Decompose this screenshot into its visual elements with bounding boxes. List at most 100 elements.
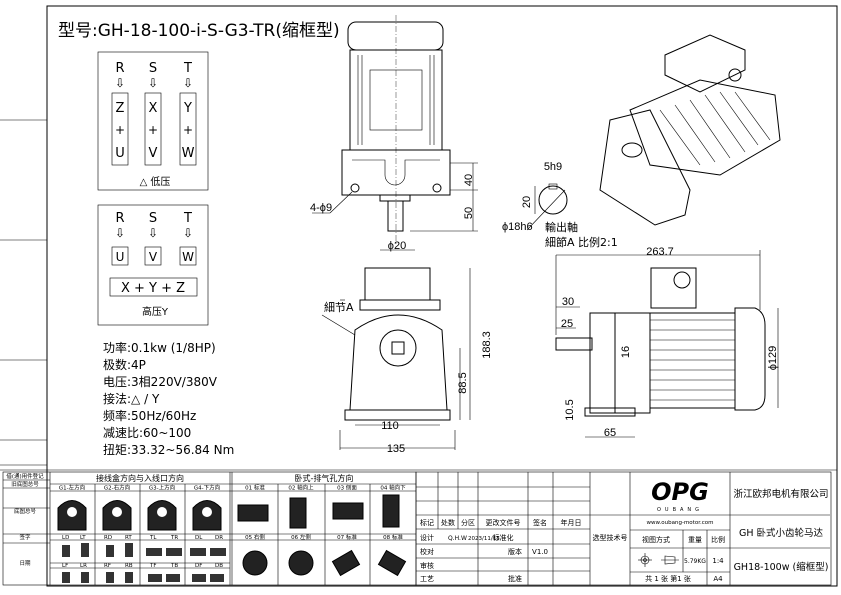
spec-power: 功率:0.1kw (1/8HP) (103, 340, 216, 355)
left-label: 借(通)用件登记 (6, 472, 44, 480)
vent-header: 03 侧面 (337, 484, 357, 492)
paper-size: A4 (713, 575, 723, 583)
wiring-high-label: 高压Y (142, 305, 169, 318)
drawing-title: 型号:GH-18-100-i-S-G3-TR(缩框型) (58, 21, 340, 41)
entry-code: LR (80, 563, 87, 569)
junction-header: G3-上方向 (149, 484, 175, 492)
entry-code: TL (149, 535, 157, 541)
version-label: 版本 (508, 547, 522, 556)
dim-foot-outer: 135 (387, 443, 405, 455)
dim-holes: 4-ϕ9 (310, 202, 332, 214)
drawing-frame (46, 5, 838, 587)
dim-50: 50 (463, 207, 475, 219)
logo-subtitle: OUBANG (657, 507, 703, 513)
junction-header: G4-下方向 (194, 484, 220, 492)
vent-header: 06 左侧 (291, 533, 311, 541)
entry-code: LD (62, 535, 69, 541)
dim-total-length: 263.7 (646, 246, 674, 258)
plus-sign: + (115, 123, 125, 137)
version-value: V1.0 (532, 548, 548, 556)
wiring-diagram-low-voltage: R S T ⇩ ⇩ ⇩ Z + U X + V Y + W △ 低压 (97, 51, 209, 191)
rev-header: 分区 (461, 518, 475, 527)
terminal-label: U (115, 146, 125, 161)
arrow-down-icon: ⇩ (148, 226, 158, 240)
dim-key: 5h9 (544, 161, 562, 173)
dim-total-height: 188.3 (481, 331, 493, 359)
dim-40: 40 (463, 174, 475, 186)
dim-16: 16 (620, 346, 632, 358)
entry-code: TF (149, 563, 157, 569)
rev-header: 处数 (441, 518, 455, 527)
isometric-view-motor (599, 34, 781, 226)
vent-title: 卧式-排气孔方向 (295, 473, 354, 483)
entry-code: RD (104, 535, 112, 541)
role-label: 审核 (420, 561, 434, 570)
weight-value: 5.79KG (684, 558, 706, 565)
dim-shaft-dia: ϕ20 (388, 240, 406, 252)
standardization-label: 标准化 (493, 533, 514, 542)
detail-ref-label: 細节A (324, 301, 354, 314)
projection-symbol-icon (638, 553, 679, 567)
spec-poles: 极数:4P (103, 357, 146, 372)
phase-label: T (183, 211, 192, 226)
scale-label: 比例 (711, 535, 725, 544)
vent-header: 04 轴向下 (380, 484, 406, 492)
dim-30: 30 (562, 296, 574, 308)
vent-header: 02 轴向上 (288, 484, 314, 492)
dim-foot-inner: 110 (381, 420, 399, 432)
vent-header: 01 标准 (245, 484, 265, 492)
frame-ticks (0, 119, 837, 471)
phase-label: R (115, 211, 124, 226)
spec-list: 功率:0.1kw (1/8HP) 极数:4P 电压:3相220V/380V 接法… (103, 340, 234, 457)
arrow-down-icon: ⇩ (115, 76, 125, 90)
rev-header: 更改文件号 (486, 518, 521, 527)
spec-ratio: 减速比:60~100 (103, 426, 191, 440)
spec-torque: 扭矩:33.32~56.84 Nm (103, 443, 234, 457)
terminal-label: W (182, 146, 195, 161)
entry-code: RT (125, 535, 132, 541)
phase-label: S (149, 61, 157, 76)
terminal-label: X (149, 101, 158, 116)
role-label: 工艺 (420, 575, 434, 583)
left-label: 旧底图总号 (11, 480, 39, 488)
role-label: 校对 (420, 547, 434, 556)
junction-title: 接线盒方向与入线口方向 (96, 473, 184, 483)
entry-code: DF (195, 563, 202, 569)
terminal-label: Y (183, 101, 192, 116)
plus-sign: + (148, 123, 158, 137)
dim-shaft-tolerance: ϕ18h6 (502, 221, 533, 233)
phase-label: R (115, 61, 124, 76)
dim-25: 25 (561, 318, 573, 330)
selection-no-label: 选型技术号 (593, 533, 628, 542)
vent-header: 07 标准 (337, 533, 357, 541)
shaft-detail-section (526, 183, 568, 231)
terminal-label: Z (116, 101, 125, 116)
scale-value: 1:4 (712, 557, 724, 565)
spec-connection: 接法:△ / Y (103, 391, 160, 406)
wiring-diagram-high-voltage: R S T ⇩ ⇩ ⇩ U V W X + Y + Z 高压Y (97, 204, 209, 326)
entry-code: RB (125, 563, 133, 569)
star-bridge: X + Y + Z (121, 281, 185, 296)
front-view-motor (321, 267, 471, 450)
company-name: 浙江欧邦电机有限公司 (733, 488, 828, 500)
entry-code: DB (215, 563, 223, 569)
detail-scale-label: 細節A 比例2:1 (545, 235, 618, 249)
terminal-label: V (149, 146, 158, 161)
dim-10-5: 10.5 (564, 399, 576, 420)
dim-key-height: 20 (521, 196, 533, 208)
rev-header: 标记 (420, 518, 434, 527)
entry-code: TR (170, 535, 178, 541)
entry-code: LT (80, 535, 86, 541)
spec-frequency: 频率:50Hz/60Hz (103, 408, 196, 423)
wiring-low-label: △ 低压 (140, 175, 171, 188)
approve-label: 批准 (508, 574, 522, 583)
dim-motor-dia: ϕ129 (767, 346, 779, 371)
left-label: 底图总号 (14, 507, 37, 515)
arrow-down-icon: ⇩ (115, 226, 125, 240)
entry-code: DR (215, 535, 223, 541)
website: www.oubang-motor.com (647, 520, 714, 526)
entry-code: TB (170, 563, 178, 569)
terminal-label: W (182, 250, 194, 264)
designer: Q.H.W (448, 535, 467, 542)
